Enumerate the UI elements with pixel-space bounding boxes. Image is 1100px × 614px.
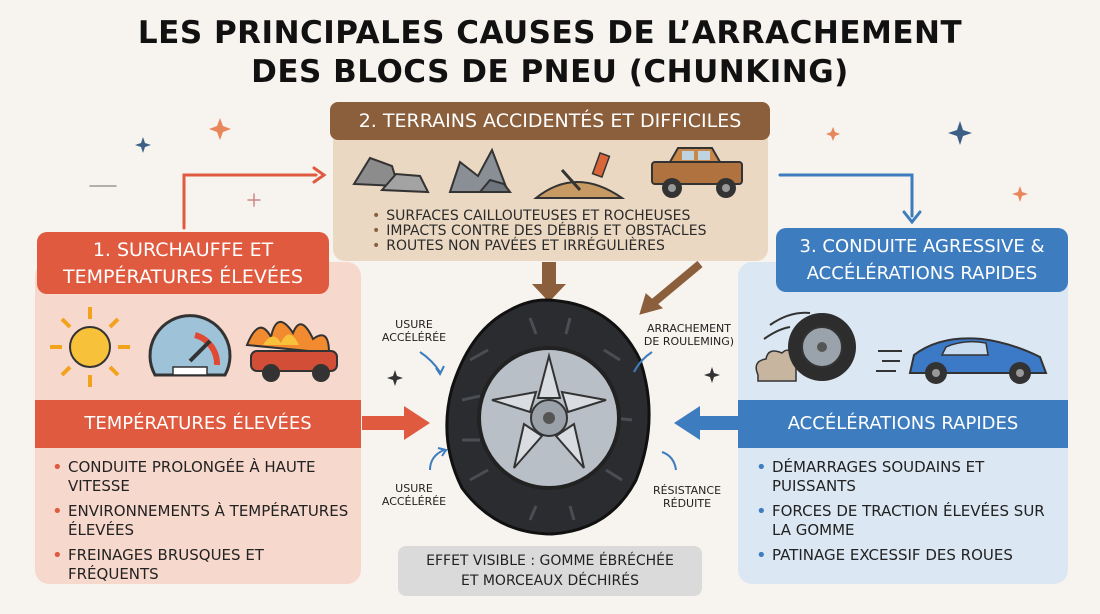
label-line: ACCÉLÉRÉE [381, 495, 447, 508]
label-wear-top: USURE ACCÉLÉRÉE [374, 318, 454, 344]
list-item: DÉMARRAGES SOUDAINS ET PUISSANTS [752, 458, 1058, 496]
heat-header: 1. SURCHAUFFE ET TEMPÉRATURES ÉLEVÉES [37, 232, 329, 294]
pointer-arrows [419, 351, 677, 471]
damaged-tire-icon [445, 298, 651, 536]
sparkle-icon [387, 370, 403, 386]
offroad-truck-icon [651, 147, 743, 198]
terrain-icons [352, 147, 743, 199]
label-resistance: RÉSISTANCE RÉDUITE [640, 484, 734, 510]
list-item: FORCES DE TRACTION ÉLEVÉES SUR LA GOMME [752, 502, 1058, 540]
sparkle-icon [826, 127, 840, 141]
sparkle-icon [948, 121, 972, 145]
sparkle-icon [1012, 186, 1028, 202]
list-item: SURFACES CAILLOUTEUSES ET ROCHEUSES [372, 209, 706, 224]
sparkle-icon [135, 137, 151, 153]
driving-icons [755, 311, 1048, 384]
right-arrow-icon [362, 406, 430, 440]
burning-car-icon [245, 321, 338, 382]
list-item: ENVIRONNEMENTS À TEMPÉRATURES ÉLEVÉES [48, 502, 354, 540]
sparkle-icon [704, 367, 720, 383]
label-line: USURE [395, 482, 433, 495]
list-item: PATINAGE EXCESSIF DES ROUES [752, 546, 1058, 565]
page-title-line-2: DES BLOCS DE PNEU (CHUNKING) [251, 54, 849, 90]
list-item: ROUTES NON PAVÉES ET IRRÉGULIÈRES [372, 239, 706, 254]
heat-header-line-2: TEMPÉRATURES ÉLEVÉES [63, 266, 303, 288]
heat-list: CONDUITE PROLONGÉE À HAUTE VITESSE ENVIR… [48, 458, 354, 590]
label-line: ACCÉLÉRÉE [381, 331, 447, 344]
left-arrow-icon [674, 406, 738, 440]
visible-effect-box: EFFET VISIBLE : GOMME ÉBRÉCHÉE ET MORCEA… [398, 546, 702, 596]
label-wear-bottom: USURE ACCÉLÉRÉE [374, 482, 454, 508]
list-item: CONDUITE PROLONGÉE À HAUTE VITESSE [48, 458, 354, 496]
label-line: RÉSISTANCE [652, 484, 722, 497]
speedometer-icon [148, 314, 232, 377]
driving-band: ACCÉLÉRATIONS RAPIDES [738, 400, 1068, 448]
diagonal-arrow-icon [639, 260, 703, 315]
effect-line-1: EFFET VISIBLE : GOMME ÉBRÉCHÉE [426, 553, 674, 569]
terrain-header: 2. TERRAINS ACCIDENTÉS ET DIFFICILES [330, 102, 770, 140]
label-line: ARRACHEMENT [647, 322, 731, 335]
list-item: FREINAGES BRUSQUES ET FRÉQUENTS [48, 546, 354, 584]
label-tearing: ARRACHEMENT DE ROULEMING) [634, 322, 744, 348]
driving-header-line-1: 3. CONDUITE AGRESSIVE & [799, 236, 1045, 257]
heat-header-line-1: 1. SURCHAUFFE ET [92, 239, 274, 261]
speed-lines [876, 350, 902, 372]
heat-band: TEMPÉRATURES ÉLEVÉES [35, 400, 361, 448]
terrain-list: SURFACES CAILLOUTEUSES ET ROCHEUSES IMPA… [372, 209, 706, 254]
label-line: DE ROULEMING) [643, 335, 735, 348]
driving-header-line-2: ACCÉLÉRATIONS RAPIDES [806, 263, 1038, 284]
driving-list: DÉMARRAGES SOUDAINS ET PUISSANTS FORCES … [752, 458, 1058, 571]
rocks-icon [352, 156, 430, 194]
debris-pile-icon [533, 151, 626, 199]
spinning-wheel-icon [755, 311, 856, 382]
label-line: USURE [395, 318, 433, 331]
sparkle-icon [209, 118, 231, 140]
sports-car-icon [908, 337, 1048, 384]
driving-header: 3. CONDUITE AGRESSIVE & ACCÉLÉRATIONS RA… [776, 228, 1068, 292]
page-title-line-1: LES PRINCIPALES CAUSES DE L’ARRACHEMENT [137, 15, 963, 51]
sun-icon [50, 307, 130, 387]
down-arrow-icon [532, 262, 566, 302]
effect-line-2: ET MORCEAUX DÉCHIRÉS [461, 573, 639, 589]
label-line: RÉDUITE [662, 497, 712, 510]
list-item: IMPACTS CONTRE DES DÉBRIS ET OBSTACLES [372, 224, 706, 239]
heat-icons [50, 307, 338, 387]
jagged-rocks-icon [448, 147, 512, 193]
